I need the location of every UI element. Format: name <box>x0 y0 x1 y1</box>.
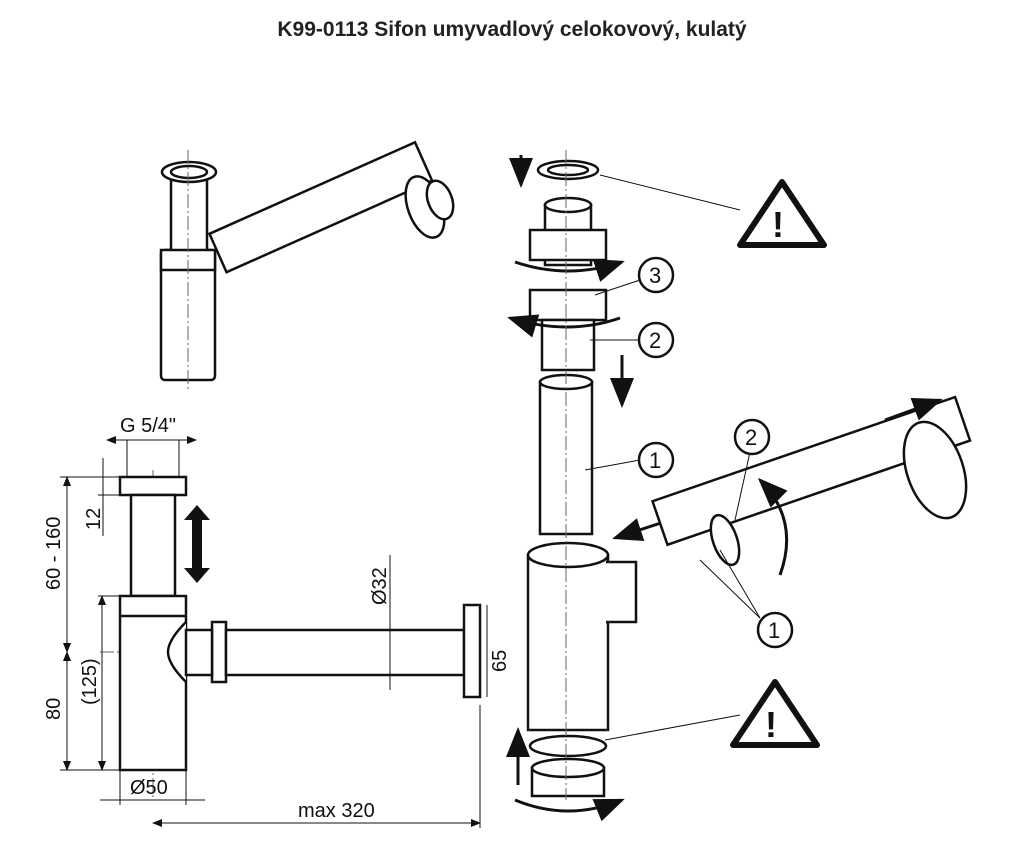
svg-text:1: 1 <box>768 618 780 643</box>
callout-2: 2 <box>637 321 675 359</box>
svg-text:2: 2 <box>745 425 757 450</box>
svg-text:3: 3 <box>649 263 661 288</box>
thread-dim: G 5/4" <box>120 415 176 437</box>
svg-text:1: 1 <box>649 448 661 473</box>
siphon-3d-view <box>159 140 455 390</box>
svg-text:!: ! <box>772 204 784 245</box>
pipe-diameter-dim: Ø32 <box>369 567 391 605</box>
outlet-height-dim: 80 <box>43 698 65 720</box>
callout-1b: 1 <box>756 611 794 649</box>
page-title: K99-0113 Sifon umyvadlový celokovový, ku… <box>277 18 747 41</box>
exploded-view <box>506 150 972 822</box>
body-height-dim: (125) <box>79 658 101 705</box>
callout-2b: 2 <box>733 418 771 456</box>
cap-height-dim: 12 <box>83 508 105 530</box>
callout-1: 1 <box>637 441 675 479</box>
flange-diameter-dim: 65 <box>489 650 511 672</box>
callout-3: 3 <box>637 256 675 294</box>
body-diameter-dim: Ø50 <box>130 777 168 799</box>
adjust-range-dim: 60 - 160 <box>43 517 65 590</box>
max-length-dim: max 320 <box>298 800 375 822</box>
dimension-drawing: G 5/4" 12 60 - 160 80 (125) Ø50 max 320 … <box>43 415 511 828</box>
adjust-arrow-icon <box>184 505 210 583</box>
svg-text:2: 2 <box>649 328 661 353</box>
warning-icon: ! <box>737 179 827 248</box>
warning-icon: ! <box>730 679 820 748</box>
svg-text:!: ! <box>765 704 777 745</box>
